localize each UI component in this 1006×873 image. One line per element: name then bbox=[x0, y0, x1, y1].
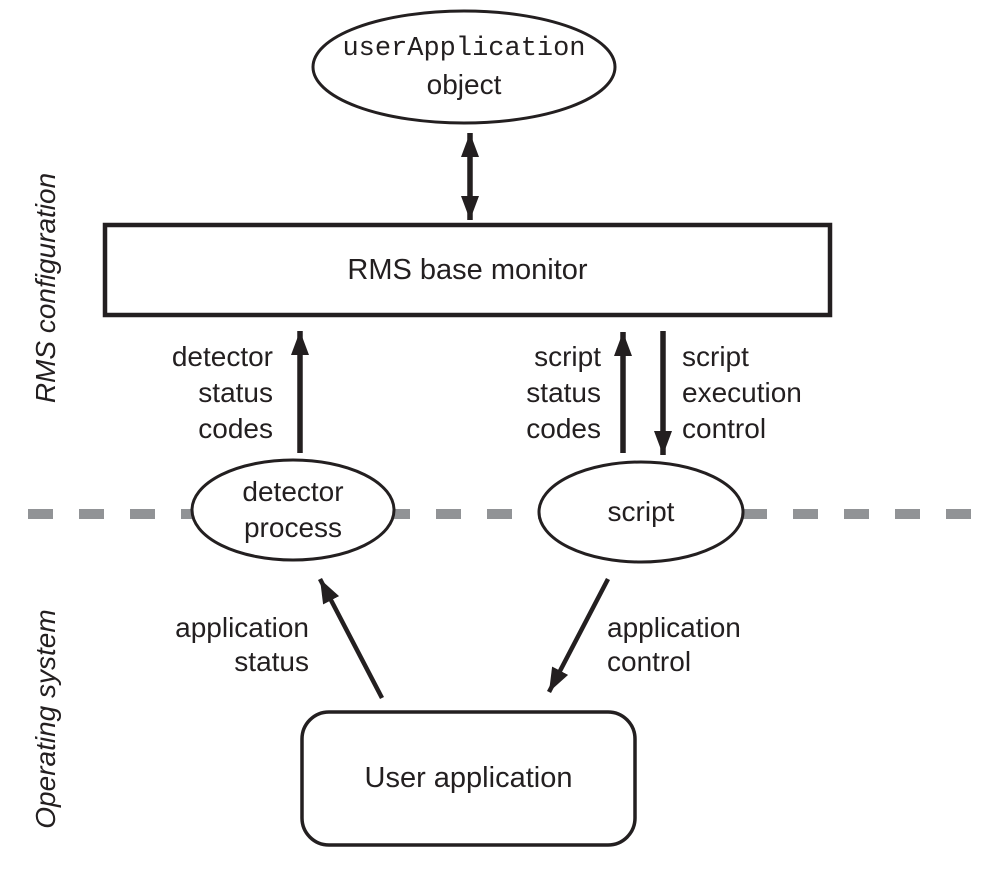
arrow-application-control-down bbox=[547, 577, 610, 694]
edge-label-line: control bbox=[607, 646, 692, 677]
edge-label-line: status bbox=[234, 646, 309, 677]
node-rms-base-monitor-label: RMS base monitor bbox=[347, 253, 588, 286]
node-script-ellipse bbox=[537, 460, 745, 564]
edge-label-line: status bbox=[198, 377, 273, 408]
node-script-label: script bbox=[607, 496, 675, 527]
node-detector-process-ellipse bbox=[190, 458, 396, 562]
edge-label-script-status-codes: script status codes bbox=[401, 339, 601, 447]
edge-label-line: codes bbox=[198, 413, 273, 444]
node-label-line: process bbox=[243, 512, 343, 543]
edge-label-application-status: application status bbox=[109, 611, 309, 679]
object-line: object bbox=[426, 69, 502, 100]
edge-label-application-control: application control bbox=[607, 611, 827, 679]
node-label-line: detector bbox=[242, 476, 344, 507]
arrow-application-status-up bbox=[318, 577, 384, 700]
edge-label-line: script bbox=[682, 341, 749, 372]
edge-label-line: script bbox=[534, 341, 601, 372]
edge-label-line: execution bbox=[682, 377, 802, 408]
node-rms-base-monitor-box bbox=[102, 222, 833, 318]
edge-label-detector-status-codes: detector status codes bbox=[73, 339, 273, 447]
node-userapplication-object-ellipse bbox=[311, 9, 617, 125]
edge-label-script-execution-control: script execution control bbox=[682, 339, 912, 447]
zone-label-rms-configuration: RMS configuration bbox=[30, 172, 61, 404]
zone-label-operating-system: Operating system bbox=[30, 609, 61, 829]
edge-label-line: control bbox=[682, 413, 767, 444]
edge-label-line: application bbox=[607, 612, 741, 643]
node-detector-process-label: detector process bbox=[192, 460, 394, 560]
edge-label-line: application bbox=[175, 612, 309, 643]
edge-label-line: status bbox=[526, 377, 601, 408]
node-user-application-box bbox=[300, 710, 637, 847]
userapplication-line: userApplication bbox=[342, 34, 586, 64]
node-userapplication-object-label: userApplication object bbox=[313, 13, 615, 121]
node-user-application-label: User application bbox=[364, 762, 573, 794]
edge-label-line: detector bbox=[171, 341, 273, 372]
edge-label-line: codes bbox=[526, 413, 601, 444]
